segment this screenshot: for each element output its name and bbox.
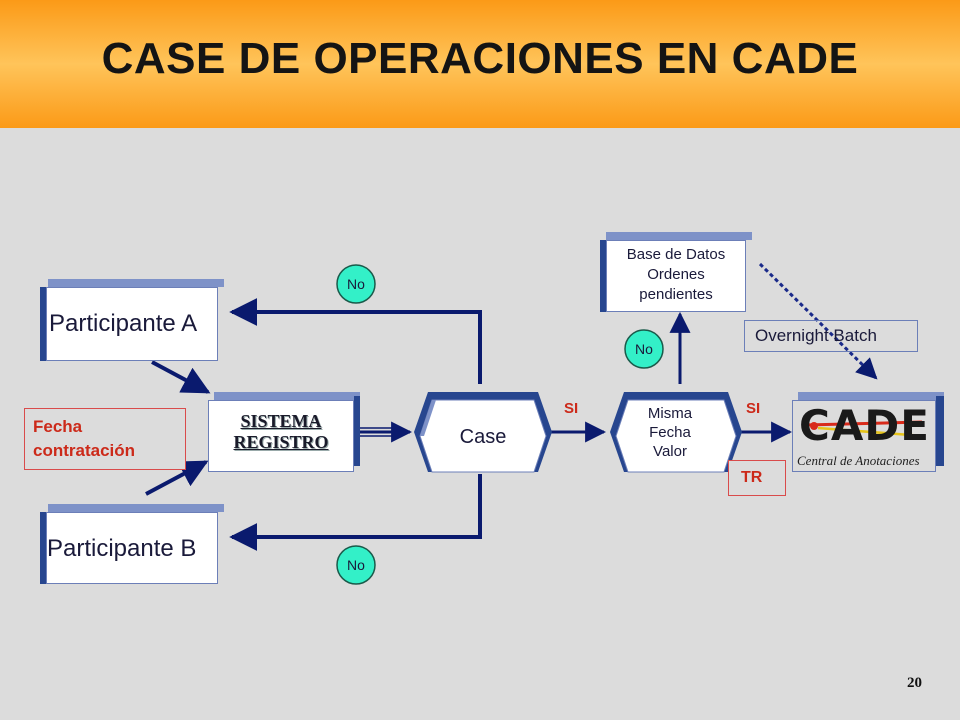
db-line2: Ordenes: [647, 266, 705, 283]
si-left-label: SI: [564, 400, 579, 417]
base-de-datos-box: Base de Datos Ordenes pendientes: [606, 240, 746, 312]
title-banner: [0, 0, 960, 128]
arrow-b-to-sistema: [145, 460, 209, 496]
cade-edge: [936, 396, 944, 466]
no-bubble-mid: [624, 329, 664, 369]
misma-line1: Misma: [647, 405, 693, 422]
cade-logo-subtitle: Central de Anotaciones: [797, 453, 920, 468]
db-top: [606, 232, 752, 240]
fecha-contratacion-box: Fecha contratación: [24, 408, 186, 470]
db-line3: pendientes: [639, 286, 713, 303]
participant-a-edge: [40, 287, 46, 361]
misma-line3: Valor: [653, 443, 687, 460]
no-top-label: No: [347, 276, 365, 292]
cade-top: [798, 392, 944, 400]
misma-fecha-valor: Misma Fecha Valor: [628, 404, 712, 461]
sistema-line2: REGISTRO: [233, 432, 329, 452]
participant-b-box: Participante B: [46, 512, 218, 584]
participant-a-label: Participante A: [49, 310, 198, 337]
page-title: CASE DE OPERACIONES EN CADE: [101, 34, 859, 83]
no-bottom-label: No: [347, 557, 365, 573]
cade-logo-red-line: [805, 420, 923, 427]
cade-logo-box: CADE Central de Anotaciones: [792, 400, 936, 472]
no-bubble-bottom: [336, 545, 376, 585]
sistema-edge: [354, 396, 360, 466]
participant-b-label: Participante B: [47, 535, 197, 562]
arrow-a-to-sistema: [151, 360, 211, 394]
db-text: Base de Datos Ordenes pendientes: [607, 245, 745, 305]
page-number: 20: [907, 675, 922, 691]
misma-hexagon: [615, 399, 737, 473]
arrow-case-to-b: [229, 474, 482, 551]
participant-b-edge: [40, 512, 46, 584]
participant-b-top: [48, 504, 224, 512]
fecha-line2: contratación: [33, 441, 136, 460]
participant-a-box: Participante A: [46, 287, 218, 361]
fecha-line1: Fecha: [33, 417, 83, 436]
arrow-case-to-a: [229, 298, 482, 384]
sistema-line1: SISTEMA: [240, 411, 322, 431]
cade-logo-dot: [810, 422, 818, 430]
no-bubble-top: [336, 264, 376, 304]
db-line1: Base de Datos: [626, 246, 726, 263]
sistema-registro-box: SISTEMA REGISTRO: [208, 400, 354, 472]
tr-box: TR: [728, 460, 786, 496]
overnight-dashed-arrow: [758, 262, 878, 380]
no-mid-label: No: [635, 341, 653, 357]
case-label: Case: [459, 426, 507, 448]
db-edge: [600, 240, 606, 312]
sistema-top: [214, 392, 360, 400]
overnight-batch-box: Overnight Batch: [744, 320, 918, 352]
participant-a-top: [48, 279, 224, 287]
si-right-label: SI: [746, 400, 761, 417]
misma-line2: Fecha: [649, 424, 691, 441]
cade-logo-text: CADE: [799, 401, 930, 450]
